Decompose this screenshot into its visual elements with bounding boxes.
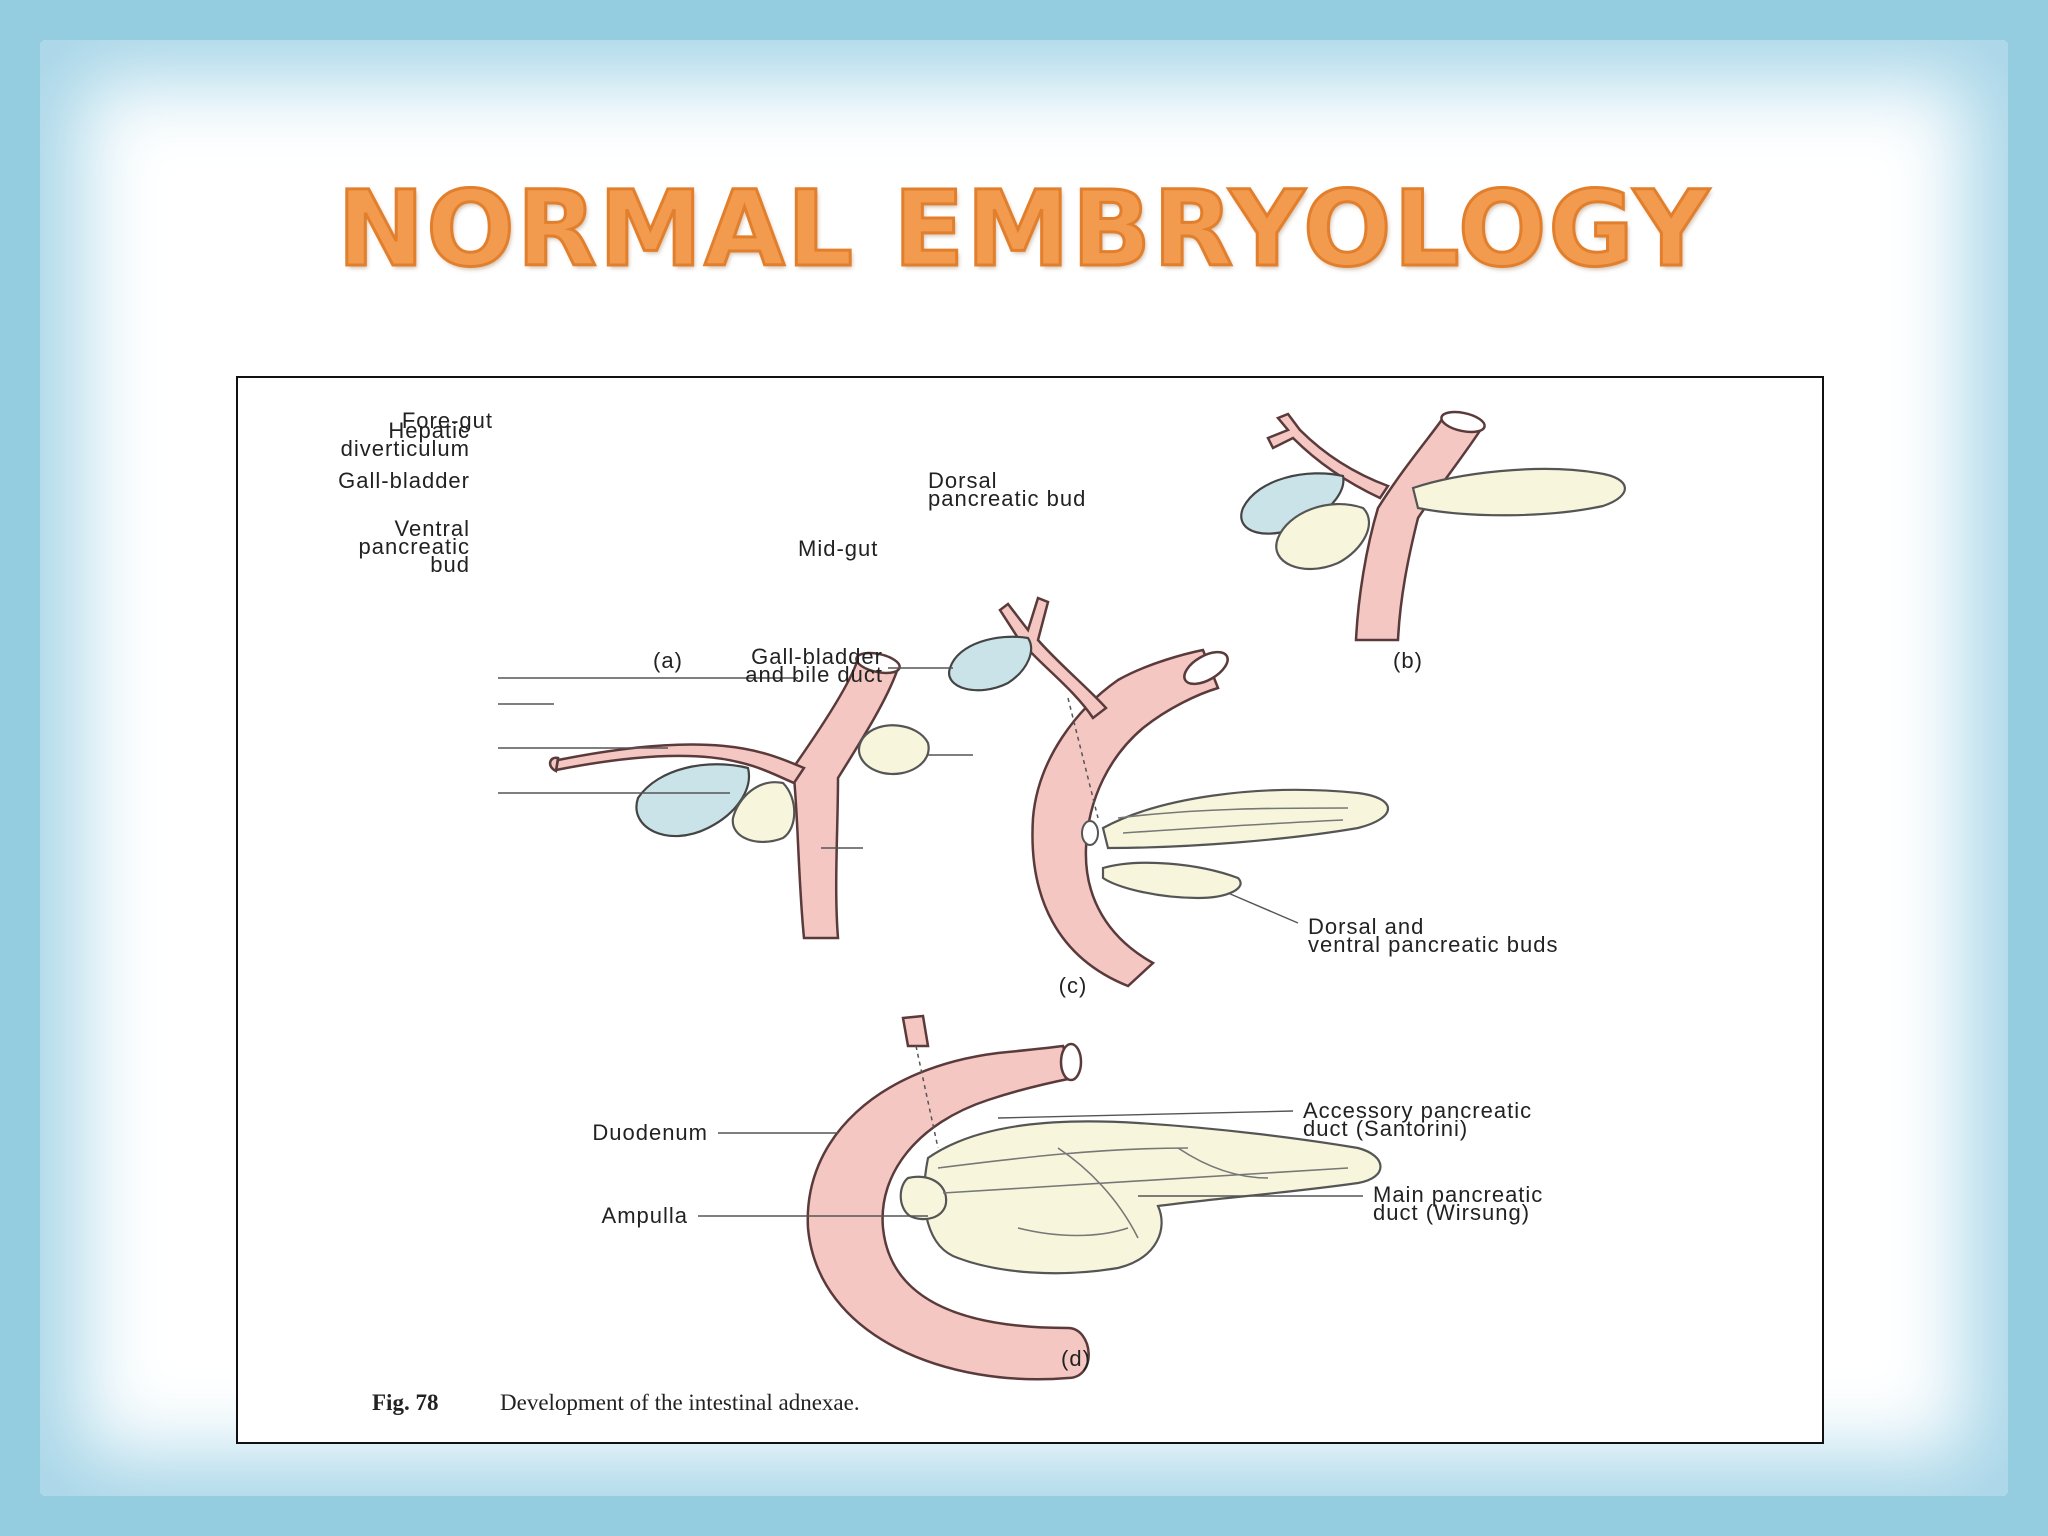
gut-tube-b bbox=[1354, 416, 1486, 642]
leader-accessory bbox=[997, 1110, 1294, 1119]
hepatic-tip bbox=[548, 756, 560, 773]
gallbladder-b bbox=[1240, 472, 1345, 535]
label-c-buds-1: Dorsal and bbox=[1308, 914, 1424, 939]
label-c-gb-2: and bile duct bbox=[745, 662, 883, 687]
dorsal-bud-a bbox=[858, 724, 930, 776]
ventral-bud-c bbox=[1101, 861, 1242, 900]
label-b: (b) bbox=[1393, 648, 1423, 673]
figure-caption: Development of the intestinal adnexae. bbox=[500, 1390, 860, 1415]
bile-duct-d bbox=[901, 1014, 930, 1048]
label-c-gb-1: Gall-bladder bbox=[751, 644, 883, 669]
lumen-b bbox=[1440, 410, 1486, 434]
panel-b: (b) bbox=[1240, 410, 1626, 673]
figure-drawing: Fore-gut Hepatic diverticulum Gall-bladd… bbox=[338, 408, 1626, 1415]
label-d: (d) bbox=[1061, 1346, 1091, 1371]
label-ventral-2: pancreatic bbox=[358, 534, 470, 559]
gallbladder-a bbox=[635, 763, 751, 838]
label-mid-gut: Mid-gut bbox=[798, 536, 878, 561]
label-hepatic-2: diverticulum bbox=[341, 436, 470, 461]
label-fore-gut: Fore-gut bbox=[402, 408, 493, 433]
label-duodenum: Duodenum bbox=[592, 1120, 708, 1145]
label-ventral-3: bud bbox=[430, 552, 470, 577]
duct-opening-c bbox=[1081, 820, 1099, 846]
lumen-d bbox=[1059, 1042, 1083, 1082]
ventral-bud-b bbox=[1275, 503, 1370, 571]
leader-buds-c bbox=[1227, 892, 1299, 924]
label-dorsal-1: Dorsal bbox=[928, 468, 998, 493]
figure-number: Fig. 78 bbox=[372, 1390, 438, 1415]
label-accessory-1: Accessory pancreatic bbox=[1303, 1098, 1532, 1123]
label-hepatic-1: Hepatic bbox=[388, 418, 470, 443]
gallbladder-c bbox=[948, 635, 1033, 692]
lobe-d1 bbox=[1057, 1147, 1139, 1239]
dorsal-bud-c bbox=[1101, 788, 1389, 850]
duct-dash-d bbox=[915, 1045, 939, 1149]
duodenum-d bbox=[806, 1044, 1090, 1381]
lumen-c bbox=[1183, 650, 1229, 686]
ampulla-lobe bbox=[899, 1175, 948, 1221]
lobe-d3 bbox=[1017, 1227, 1129, 1237]
accessory-duct-d bbox=[937, 1147, 1189, 1169]
dorsal-bud-b bbox=[1411, 467, 1626, 517]
main-duct-d bbox=[942, 1167, 1349, 1194]
lobe-c2 bbox=[1122, 819, 1344, 834]
label-main-2: duct (Wirsung) bbox=[1373, 1200, 1530, 1225]
label-accessory-2: duct (Santorini) bbox=[1303, 1116, 1468, 1141]
lobe-c1 bbox=[1117, 807, 1349, 819]
panel-c: Gall-bladder and bile duct Dorsal and ve… bbox=[745, 596, 1558, 998]
embryology-figure: Fore-gut Hepatic diverticulum Gall-bladd… bbox=[236, 376, 1824, 1444]
label-dorsal-2: pancreatic bud bbox=[928, 486, 1086, 511]
ventral-bud-a bbox=[731, 781, 796, 843]
gut-tube-c bbox=[1031, 648, 1220, 988]
pancreas-d bbox=[923, 1120, 1382, 1275]
label-gall-bladder: Gall-bladder bbox=[338, 468, 470, 493]
label-c: (c) bbox=[1059, 973, 1088, 998]
label-a: (a) bbox=[653, 648, 683, 673]
label-ampulla: Ampulla bbox=[602, 1203, 688, 1228]
slide-title: NORMAL EMBRYOLOGY bbox=[336, 167, 1711, 292]
bile-duct-c bbox=[998, 596, 1108, 720]
label-main-1: Main pancreatic bbox=[1373, 1182, 1543, 1207]
panel-a: Fore-gut Hepatic diverticulum Gall-bladd… bbox=[338, 408, 1086, 940]
lobe-d2 bbox=[1177, 1147, 1269, 1179]
gut-tube-a bbox=[791, 656, 900, 940]
label-ventral-1: Ventral bbox=[395, 516, 471, 541]
label-c-buds-2: ventral pancreatic buds bbox=[1308, 932, 1558, 957]
panel-d: Duodenum Ampulla Accessory pancreatic du… bbox=[592, 1014, 1543, 1381]
